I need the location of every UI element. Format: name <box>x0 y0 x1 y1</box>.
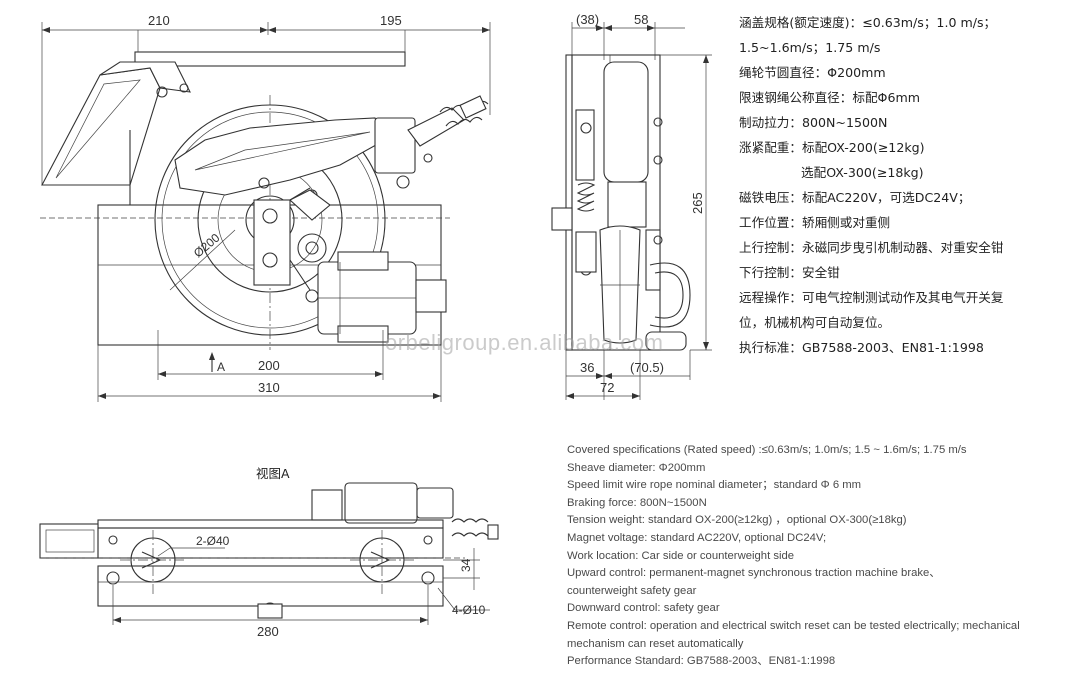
view-arrow-label: A <box>217 360 225 374</box>
dim-holes-10: 4-Ø10 <box>452 603 486 617</box>
dim-200: 200 <box>258 358 280 373</box>
en-spec-line: Covered specifications (Rated speed) :≤0… <box>567 444 967 456</box>
front-view: 210 195 Ø200 <box>40 13 491 402</box>
en-spec-line: counterweight safety gear <box>567 584 697 597</box>
en-spec-line: Magnet voltage: standard AC220V, optiona… <box>567 531 827 544</box>
en-spec-line: Downward control: safety gear <box>567 602 720 615</box>
dim-36: 36 <box>580 360 594 375</box>
dim-210: 210 <box>148 13 170 28</box>
cn-spec-line: 执行标准：GB7588-2003、EN81-1:1998 <box>739 340 984 355</box>
dim-265: 265 <box>690 192 705 214</box>
en-spec-line: Performance Standard: GB7588-2003、EN81-1… <box>567 655 836 668</box>
cn-spec-line: 选配OX-300(≥18kg) <box>801 165 924 180</box>
cn-spec-line: 远程操作：可电气控制测试动作及其电气开关复 <box>739 290 1004 305</box>
cn-spec-line: 上行控制：永磁同步曳引机制动器、对重安全钳 <box>739 240 1004 255</box>
en-spec-line: Remote control: operation and electrical… <box>567 619 1020 632</box>
english-specifications: Covered specifications (Rated speed) :≤0… <box>567 442 1072 671</box>
dim-195: 195 <box>380 13 402 28</box>
en-spec-line: Upward control: permanent-magnet synchro… <box>567 567 941 580</box>
cn-spec-line: 绳轮节圆直径：Φ200mm <box>739 65 886 80</box>
en-spec-line: Work location: Car side or counterweight… <box>567 549 795 562</box>
en-spec-line: Sheave diameter: Φ200mm <box>567 461 706 474</box>
cn-spec-line: 涵盖规格(额定速度)：≤0.63m/s；1.0 m/s； <box>739 15 997 30</box>
dim-58: 58 <box>634 12 648 27</box>
dim-72: 72 <box>600 380 614 395</box>
cn-spec-line: 涨紧配重：标配OX-200(≥12kg) <box>739 140 925 155</box>
view-a: 2-Ø40 4-Ø10 34 280 <box>39 482 499 639</box>
en-spec-line: Braking force: 800N~1500N <box>567 496 707 509</box>
watermark: orbeligroup.en.alibaba.com <box>385 330 664 355</box>
dim-70-5: (70.5) <box>630 360 664 375</box>
dim-280: 280 <box>257 624 279 639</box>
cn-spec-line: 磁铁电压：标配AC220V，可选DC24V； <box>739 190 971 205</box>
dim-310: 310 <box>258 380 280 395</box>
cn-spec-line: 限速钢绳公称直径：标配Φ6mm <box>739 90 920 105</box>
cn-spec-line: 下行控制：安全钳 <box>739 265 840 280</box>
chinese-specifications: 涵盖规格(额定速度)：≤0.63m/s；1.0 m/s； 1.5~1.6m/s；… <box>739 10 1074 360</box>
view-a-label: 视图A <box>256 466 290 481</box>
en-spec-line: mechanism can reset automatically <box>567 637 744 650</box>
dim-38: (38) <box>576 12 599 27</box>
cn-spec-line: 1.5~1.6m/s；1.75 m/s <box>739 40 881 55</box>
dim-holes-40: 2-Ø40 <box>196 534 230 548</box>
side-view: (38) 58 265 <box>551 12 712 400</box>
cn-spec-line: 工作位置：轿厢侧或对重侧 <box>739 215 891 230</box>
dim-34: 34 <box>459 558 473 572</box>
cn-spec-line: 位，机械机构可自动复位。 <box>739 315 891 330</box>
en-spec-line: Tension weight: standard OX-200(≥12kg) ，… <box>567 514 907 527</box>
en-spec-line: Speed limit wire rope nominal diameter；s… <box>567 479 862 492</box>
cn-spec-line: 制动拉力：800N~1500N <box>739 115 888 130</box>
